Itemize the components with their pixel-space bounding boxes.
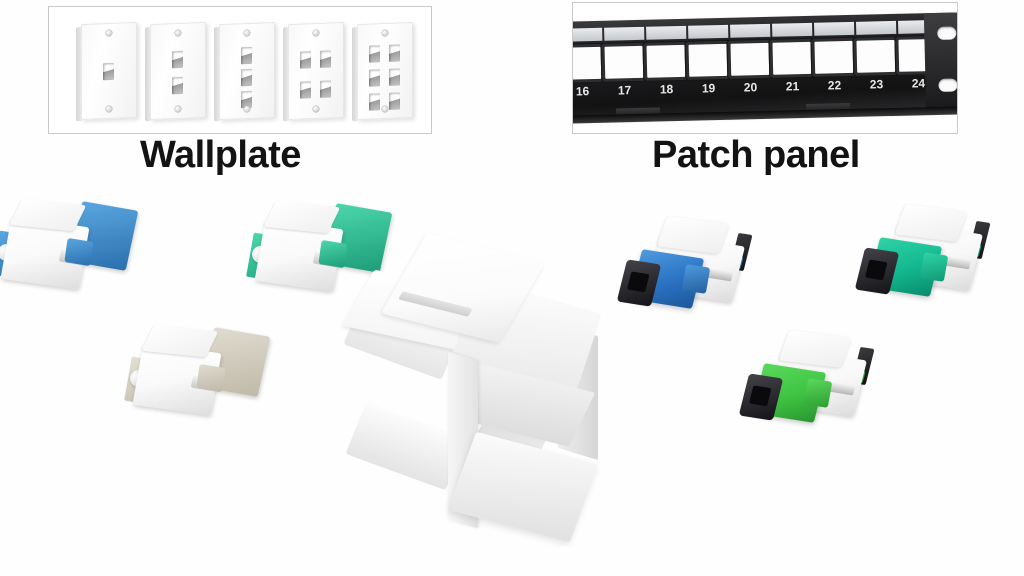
patch-panel-slot <box>646 44 686 78</box>
rack-screw-hole <box>938 78 957 92</box>
patch-panel-reference-frame: 16 17 18 19 20 21 22 23 24 <box>572 2 958 134</box>
screw-icon <box>106 29 112 37</box>
screw-icon <box>175 29 181 37</box>
patch-panel-slot <box>856 39 896 73</box>
wallplate-port <box>389 92 400 110</box>
coupler-rear-latch <box>318 239 348 269</box>
wallplate-1-port <box>81 21 137 121</box>
wallplate-port <box>172 76 183 95</box>
wallplate-port <box>389 44 400 62</box>
coupler-lc-duplex-beige <box>124 322 276 440</box>
coupler-sc-simplex-aqua <box>854 204 1018 321</box>
port-number: 19 <box>701 81 716 96</box>
screw-icon <box>382 29 388 37</box>
patch-panel-slot <box>604 45 644 79</box>
coupler-sc-simplex-green <box>738 330 902 447</box>
wallplate-3-port <box>219 21 275 121</box>
coupler-lc-duplex-blue <box>0 196 144 314</box>
wallplate-port <box>300 81 311 99</box>
hero-blank-keystone-insert <box>341 233 664 543</box>
wallplate-port <box>369 93 380 111</box>
label-strip <box>646 25 687 40</box>
wallplate-port <box>369 45 380 63</box>
wallplate-port <box>320 80 331 98</box>
patch-panel-caption: Patch panel <box>652 134 860 176</box>
patch-panel-slot <box>730 42 770 76</box>
coupler-latch <box>803 378 833 408</box>
wallplate-port <box>172 50 183 69</box>
screw-icon <box>175 105 181 113</box>
label-strip <box>772 22 813 37</box>
panel-foot <box>805 102 851 117</box>
coupler-lc-duplex-aqua <box>246 198 398 316</box>
label-strip <box>856 20 897 35</box>
label-strip <box>730 23 771 38</box>
wallplate-port <box>241 68 252 87</box>
wallplate-reference-frame <box>48 6 432 134</box>
port-number: 22 <box>827 78 842 93</box>
panel-foot <box>615 107 661 121</box>
patch-panel-slot <box>814 40 854 74</box>
wallplate-port <box>300 51 311 69</box>
screw-icon <box>244 105 250 113</box>
wallplate-port <box>320 50 331 68</box>
coupler-rear-latch <box>196 363 226 393</box>
port-number: 20 <box>743 80 758 95</box>
label-strip <box>688 24 729 39</box>
label-strip <box>814 21 855 36</box>
patch-panel-slot <box>772 41 812 75</box>
coupler-latch <box>681 264 711 294</box>
screw-icon <box>244 29 250 37</box>
wallplate-6-port <box>357 21 413 121</box>
screw-icon <box>313 29 319 37</box>
screw-icon <box>106 105 112 113</box>
wallplate-caption: Wallplate <box>140 134 301 176</box>
rack-mount-ear <box>923 12 957 110</box>
port-number: 16 <box>575 84 590 99</box>
rack-screw-hole <box>937 26 957 40</box>
label-strip <box>573 27 603 42</box>
port-number: 18 <box>659 82 674 97</box>
wallplate-port <box>369 69 380 87</box>
port-number: 23 <box>869 77 884 92</box>
label-strip <box>604 26 645 41</box>
wallplate-port <box>103 62 114 81</box>
wallplate-port <box>389 68 400 86</box>
patch-panel-slot <box>573 46 602 80</box>
port-number: 21 <box>785 79 800 94</box>
wallplate-port <box>241 46 252 65</box>
screw-icon <box>382 105 388 113</box>
patch-panel-slot <box>688 43 728 77</box>
patch-panel-body: 16 17 18 19 20 21 22 23 24 <box>573 12 957 121</box>
screw-icon <box>313 105 319 113</box>
coupler-rear-latch <box>64 237 94 267</box>
port-number: 17 <box>617 83 632 98</box>
wallplate-4-port <box>288 21 344 121</box>
wallplate-2-port <box>150 21 206 121</box>
coupler-latch <box>919 252 949 282</box>
